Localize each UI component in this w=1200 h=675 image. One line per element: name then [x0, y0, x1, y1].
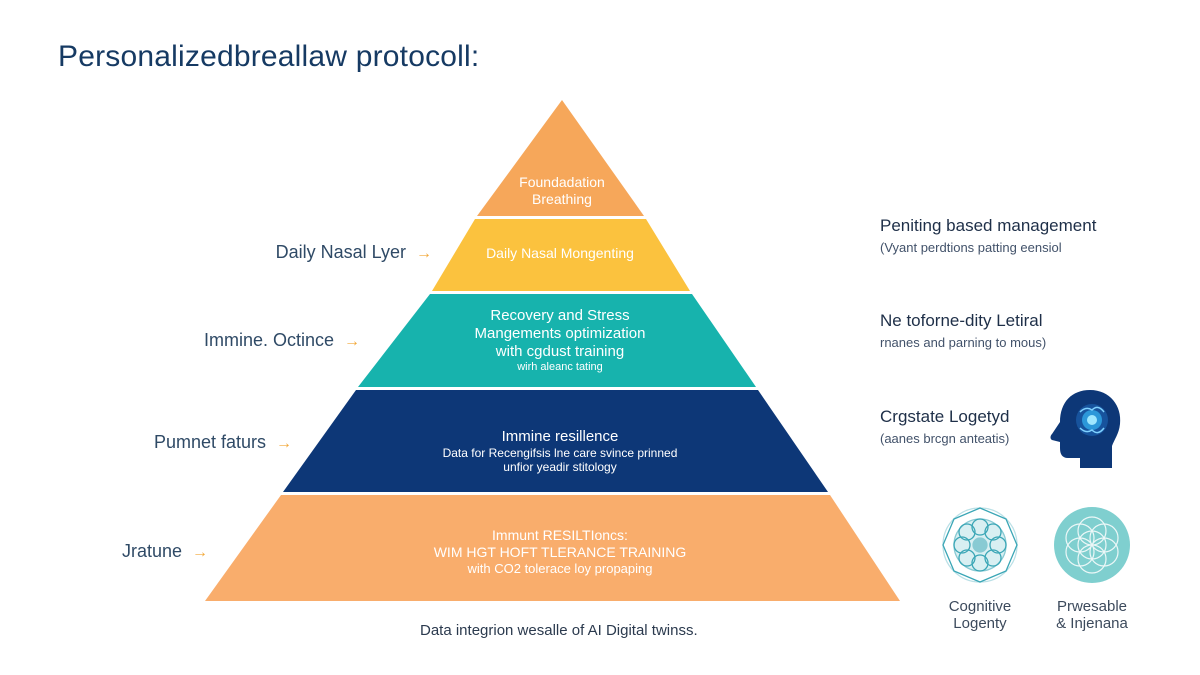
icon-label-prwesable: Prwesable & Injenana — [1042, 598, 1142, 633]
left-label-3-text: Pumnet faturs — [153, 432, 266, 452]
tier-2-text: Daily Nasal Mongenting — [430, 245, 690, 262]
page-title: Personalizedbreallaw protocoll: — [58, 40, 480, 73]
head-brain-icon — [1050, 390, 1121, 468]
left-label-2: Immine. Octince → — [204, 330, 360, 351]
tier-3-line-3: with cgdust training — [495, 343, 625, 360]
icon-label-cognitive-line-1: Cognitive — [948, 598, 1012, 615]
mandala-icon — [942, 507, 1018, 583]
pyramid-tier-1 — [477, 100, 644, 216]
tier-5-line-2: WIM HGT HOFT TLERANCE TRAINING — [433, 543, 687, 560]
tier-5-text: Immunt RESILTIoncs: WIM HGT HOFT TLERANC… — [380, 527, 740, 576]
icon-label-cognitive-line-2: Logenty — [953, 615, 1007, 633]
tier-3-line-2: Mangements optimization — [474, 325, 646, 342]
left-label-1-text: Daily Nasal Lyer — [275, 242, 406, 262]
pyramid-tier-2 — [432, 219, 690, 291]
right-item-2-sub: rnanes and parning to mous) — [880, 335, 1047, 350]
pyramid-tier-3 — [358, 294, 756, 387]
tier-4-line-1: Immine resillence — [501, 428, 619, 445]
flower-of-life-icon — [1054, 507, 1130, 583]
right-item-3: Crgstate Logetyd (aanes brcgn anteatis) — [880, 407, 1009, 446]
tier-3-sub: wirh aleanc tating — [517, 361, 603, 373]
right-item-1: Peniting based management (Vyant perdtio… — [880, 216, 1096, 255]
arrow-right-icon: → — [344, 333, 360, 350]
tier-4-sub-2: unfior yeadir stitology — [503, 460, 617, 475]
right-item-1-title: Peniting based management — [880, 216, 1097, 235]
right-item-3-sub: (aanes brcgn anteatis) — [880, 431, 1010, 446]
icon-label-prwesable-line-2: & Injenana — [1056, 615, 1128, 633]
left-label-2-text: Immine. Octince — [203, 330, 334, 350]
arrow-right-icon: → — [276, 435, 292, 452]
pyramid-tier-5 — [205, 495, 900, 601]
tier-1-line-1: Foundadation — [519, 174, 605, 190]
right-item-3-title: Crgstate Logetyd — [880, 407, 1010, 426]
tier-3-text: Recovery and Stress Mangements optimizat… — [410, 307, 710, 374]
tier-1-line-2: Breathing — [532, 190, 592, 207]
tier-1-text: Foundadation Breathing — [462, 174, 662, 208]
pyramid-tier-4 — [283, 390, 828, 492]
tier-4-text: Immine resillence Data for Recengifsis l… — [380, 428, 740, 475]
left-label-4: Jratune → — [122, 541, 208, 562]
left-label-1: Daily Nasal Lyer → — [276, 242, 432, 263]
arrow-right-icon: → — [192, 544, 208, 561]
right-item-2-title: Ne toforne-dity Letiral — [880, 311, 1043, 330]
caption: Data integrion wesalle of AI Digital twi… — [420, 622, 698, 639]
tier-3-line-1: Recovery and Stress — [490, 307, 630, 324]
tier-5-sub: with CO2 tolerace loy propaping — [467, 560, 653, 576]
tier-4-sub-1: Data for Recengifsis lne care svince pri… — [442, 446, 678, 460]
arrow-right-icon: → — [416, 245, 432, 262]
tier-5-line-1: Immunt RESILTIoncs: — [492, 527, 628, 543]
right-item-2: Ne toforne-dity Letiral rnanes and parni… — [880, 311, 1046, 350]
icon-label-prwesable-line-1: Prwesable — [1056, 598, 1128, 615]
left-label-4-text: Jratune — [121, 541, 182, 561]
icon-label-cognitive: Cognitive Logenty — [930, 598, 1030, 633]
right-item-1-sub: (Vyant perdtions patting eensiol — [880, 240, 1062, 255]
left-label-3: Pumnet faturs → — [154, 432, 292, 453]
tier-2-line-1: Daily Nasal Mongenting — [486, 245, 634, 261]
